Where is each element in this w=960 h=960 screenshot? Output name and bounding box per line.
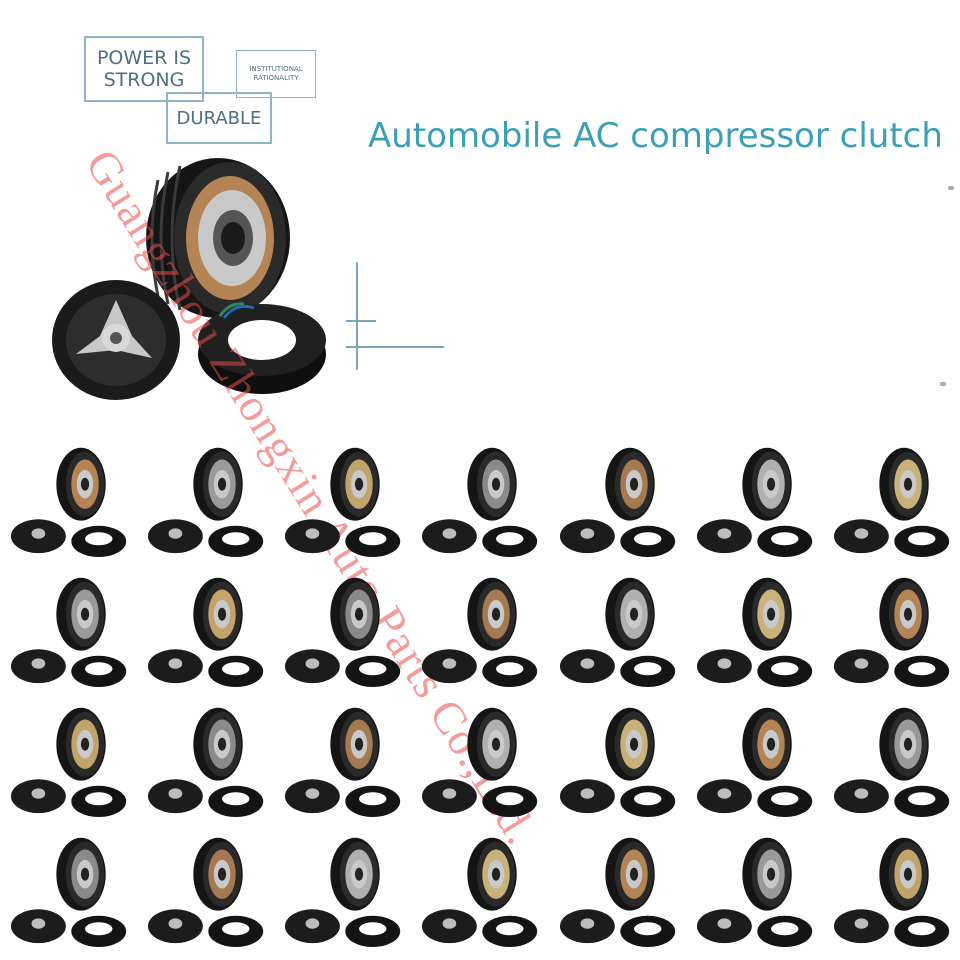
badge-power-is-strong: POWER IS STRONG bbox=[84, 36, 204, 102]
decor-line-h bbox=[346, 346, 444, 348]
product-thumbnail bbox=[285, 707, 401, 817]
decor-line-h2 bbox=[346, 320, 376, 322]
badge-durable: DURABLE bbox=[166, 92, 272, 144]
product-thumbnail bbox=[422, 447, 538, 557]
hub-plate-image bbox=[52, 280, 180, 400]
product-thumbnail bbox=[559, 707, 675, 817]
product-thumbnail bbox=[10, 707, 127, 817]
product-thumbnail bbox=[148, 447, 264, 557]
product-thumbnail bbox=[285, 837, 401, 947]
product-thumbnail bbox=[148, 707, 264, 817]
product-thumbnail bbox=[833, 577, 950, 687]
product-thumbnail bbox=[696, 707, 812, 817]
product-thumbnail bbox=[422, 577, 538, 687]
product-thumbnail bbox=[10, 447, 127, 557]
product-thumbnail bbox=[833, 837, 950, 947]
page-title: Automobile AC compressor clutch bbox=[368, 116, 943, 156]
product-thumbnail bbox=[285, 577, 401, 687]
product-thumbnail bbox=[10, 577, 127, 687]
product-thumbnail bbox=[559, 447, 675, 557]
product-thumbnail bbox=[833, 707, 950, 817]
product-thumbnail bbox=[696, 447, 812, 557]
badge-institutional-rationality: INSTITUTIONAL RATIONALITY bbox=[236, 50, 316, 98]
product-thumbnail bbox=[10, 837, 127, 947]
product-thumbnail bbox=[559, 837, 675, 947]
product-thumbnail bbox=[422, 707, 538, 817]
product-thumbnail bbox=[148, 837, 264, 947]
product-thumbnail bbox=[696, 837, 812, 947]
decor-dot-2 bbox=[948, 186, 954, 190]
decor-line-v bbox=[356, 262, 358, 370]
coil-image bbox=[198, 302, 326, 394]
product-thumbnail bbox=[285, 447, 401, 557]
product-thumbnail bbox=[559, 577, 675, 687]
product-grid bbox=[0, 440, 960, 960]
pulley-image bbox=[146, 158, 290, 318]
product-thumbnail bbox=[422, 837, 538, 947]
decor-dot bbox=[940, 382, 946, 386]
product-thumbnail bbox=[696, 577, 812, 687]
product-thumbnail bbox=[833, 447, 950, 557]
product-thumbnail bbox=[148, 577, 264, 687]
hero-clutch-image bbox=[52, 158, 326, 400]
